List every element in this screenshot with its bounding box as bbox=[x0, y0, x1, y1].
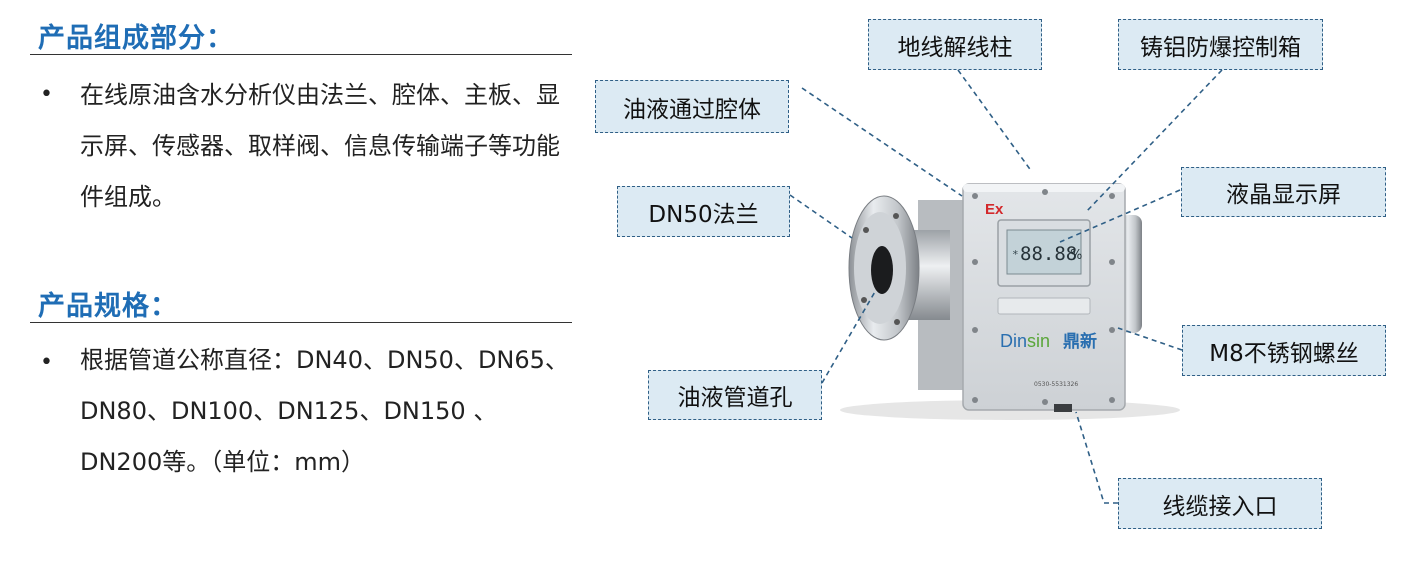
box-screw bbox=[1109, 259, 1115, 265]
flange-bolt-hole bbox=[894, 319, 900, 325]
leader-lcd bbox=[1059, 189, 1181, 243]
brand-prefix: Din bbox=[1000, 331, 1027, 351]
specs-heading: 产品规格： bbox=[38, 291, 178, 322]
composition-bullet: • bbox=[40, 82, 53, 107]
leader-flange bbox=[789, 194, 853, 239]
label-plate bbox=[997, 297, 1091, 315]
specs-divider bbox=[30, 322, 572, 323]
lcd-star: * bbox=[1012, 248, 1019, 261]
callout-lcd: 液晶显示屏 bbox=[1181, 167, 1386, 217]
box-screw bbox=[1109, 327, 1115, 333]
flange-bolt-hole bbox=[893, 213, 899, 219]
leader-lines bbox=[789, 69, 1223, 504]
oil-pipe-hole-shape bbox=[871, 246, 893, 294]
leader-explosion-box bbox=[1085, 69, 1223, 213]
callout-oil-pipe-hole: 油液管道孔 bbox=[648, 370, 822, 420]
callout-bolt: M8不锈钢螺丝 bbox=[1182, 325, 1386, 376]
box-screw bbox=[1109, 397, 1115, 403]
leader-oil-chamber bbox=[801, 87, 963, 197]
brand-cn: 鼎新 bbox=[1063, 331, 1097, 352]
box-screw bbox=[972, 193, 978, 199]
box-screw bbox=[1109, 193, 1115, 199]
callout-oil-chamber: 油液通过腔体 bbox=[595, 80, 789, 133]
lcd-screen bbox=[1006, 229, 1082, 275]
box-screw bbox=[1042, 189, 1048, 195]
leader-cable-entry bbox=[1075, 411, 1118, 504]
specs-bullet: • bbox=[40, 350, 53, 375]
phone-number: 0530-5531326 bbox=[1034, 381, 1078, 388]
brand-suffix: sin bbox=[1027, 331, 1050, 351]
callout-cable-entry: 线缆接入口 bbox=[1118, 478, 1322, 529]
specs-text: 根据管道公称直径：DN40、DN50、DN65、DN80、DN100、DN125… bbox=[80, 346, 569, 476]
callout-ground-terminal: 地线解线柱 bbox=[868, 19, 1042, 70]
box-screw bbox=[972, 327, 978, 333]
ex-mark: Ex bbox=[985, 201, 1004, 218]
callout-explosion-box: 铸铝防爆控制箱 bbox=[1118, 19, 1323, 70]
lcd-reading: 88.88 bbox=[1020, 243, 1077, 265]
callout-flange: DN50法兰 bbox=[617, 186, 790, 237]
leader-ground-terminal bbox=[957, 69, 1033, 173]
composition-divider bbox=[30, 54, 572, 55]
control-box-top-edge bbox=[963, 184, 1125, 192]
composition-text: 在线原油含水分析仪由法兰、腔体、主板、显示屏、传感器、取样阀、信息传输端子等功能… bbox=[80, 81, 560, 211]
brand-logo: Dinsin bbox=[1000, 331, 1050, 351]
box-screw bbox=[972, 259, 978, 265]
box-screw bbox=[972, 397, 978, 403]
flange-bolt-hole bbox=[863, 227, 869, 233]
composition-heading: 产品组成部分： bbox=[38, 23, 234, 54]
box-screw bbox=[1042, 399, 1048, 405]
flange-bolt-hole bbox=[861, 297, 867, 303]
leader-bolt bbox=[1117, 327, 1183, 351]
lcd-unit: % bbox=[1070, 248, 1082, 263]
leader-oil-pipe-hole bbox=[821, 289, 877, 384]
cable-gland bbox=[1054, 404, 1072, 412]
